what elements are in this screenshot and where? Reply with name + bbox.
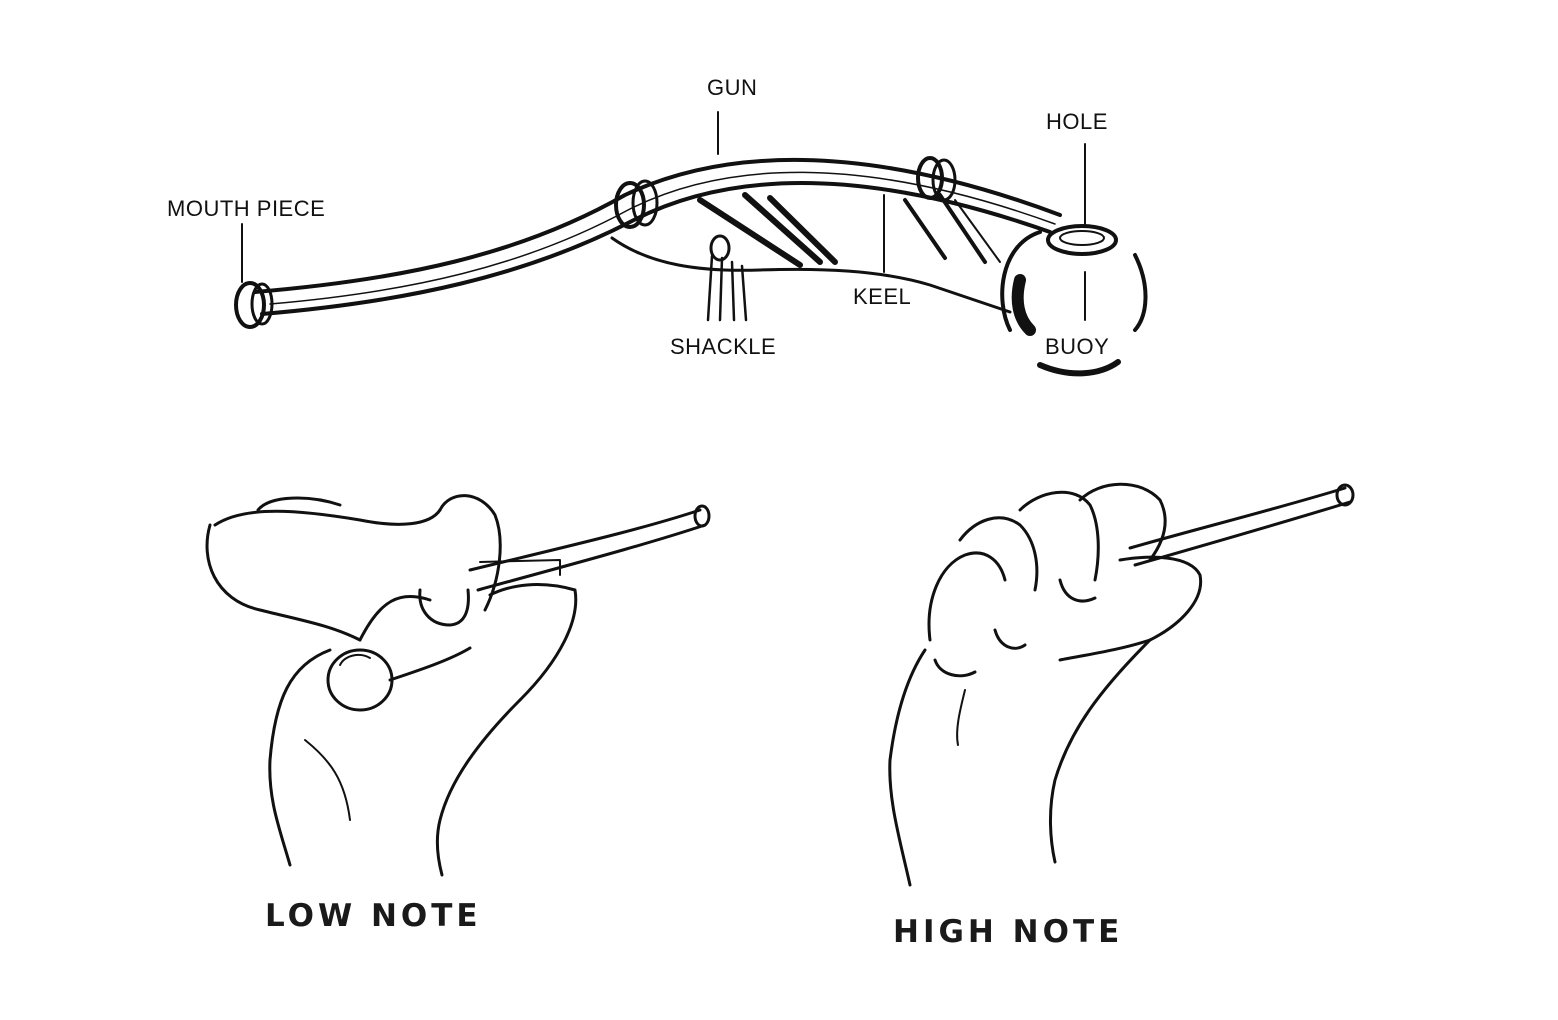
label-gun: GUN <box>707 75 758 100</box>
keel-plate <box>610 236 1012 314</box>
caption-low-note: LOW NOTE <box>265 898 482 934</box>
gun-tube <box>253 158 1062 294</box>
gun-ring-left <box>614 179 659 229</box>
buoy-drawing <box>1000 230 1148 377</box>
shackle-drawing <box>706 234 748 322</box>
label-hole: HOLE <box>1046 109 1108 134</box>
label-shackle: SHACKLE <box>670 334 777 359</box>
bosun-call-drawing <box>234 111 1148 377</box>
high-note-hand-drawing <box>888 482 1355 887</box>
label-keel: KEEL <box>853 284 912 309</box>
mouth-piece-end <box>234 281 266 329</box>
gun-tube-lower <box>260 181 1052 316</box>
hole-drawing <box>1046 224 1118 256</box>
label-buoy: BUOY <box>1045 334 1110 359</box>
caption-high-note: HIGH NOTE <box>893 914 1124 950</box>
label-mouth-piece: MOUTH PIECE <box>167 196 326 221</box>
low-note-hand-drawing <box>205 494 711 877</box>
